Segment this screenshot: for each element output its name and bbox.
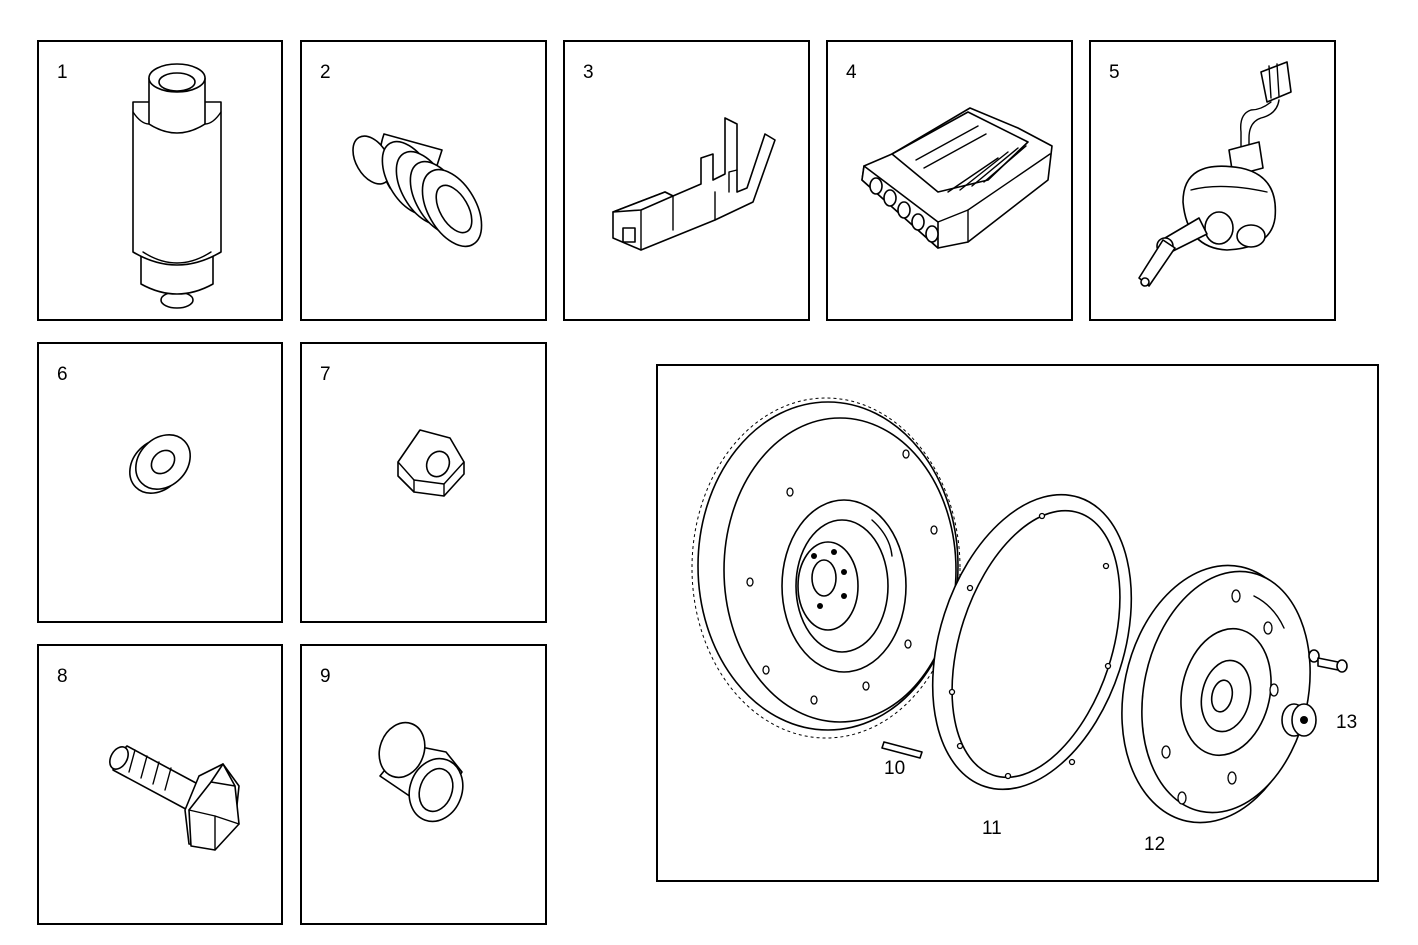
part-panel-8: 8 [37, 644, 283, 925]
part-panel-9: 9 [300, 644, 547, 925]
flywheel-icon [691, 397, 961, 739]
spacer-bushing-icon [378, 721, 464, 823]
part-number-label: 3 [583, 62, 594, 83]
part-panel-3: 3 [563, 40, 810, 321]
callout-label: 11 [982, 818, 1002, 839]
part-panel-1: 1 [37, 40, 283, 321]
connector-housing-icon [861, 107, 1053, 249]
part-number-label: 1 [57, 62, 68, 83]
hex-bolt-icon [109, 745, 240, 851]
washer-icon [129, 434, 191, 494]
part-number-label: 6 [57, 364, 68, 385]
drive-plate-icon [1121, 564, 1311, 824]
adapter-ring-icon [931, 493, 1133, 791]
flywheel-assembly-panel: 10 11 12 [656, 364, 1379, 882]
bolt-and-bushing-icon [1281, 649, 1348, 737]
pressure-sensor-icon [132, 63, 222, 309]
dowel-pin-icon [881, 741, 923, 759]
hex-nut-icon [397, 429, 465, 497]
part-panel-7: 7 [300, 342, 547, 623]
part-panel-2: 2 [300, 40, 547, 321]
part-number-label: 7 [320, 364, 331, 385]
part-number-label: 9 [320, 666, 331, 687]
part-number-label: 8 [57, 666, 68, 687]
part-panel-6: 6 [37, 342, 283, 623]
actuator-icon [1138, 61, 1292, 287]
part-number-label: 2 [320, 62, 331, 83]
part-panel-4: 4 [826, 40, 1073, 321]
callout-label: 13 [1336, 712, 1357, 733]
callout-label: 12 [1144, 834, 1165, 855]
terminal-contact-icon [612, 117, 776, 251]
cable-seal-icon [352, 133, 483, 248]
part-panel-5: 5 [1089, 40, 1336, 321]
part-number-label: 4 [846, 62, 857, 83]
flywheel-assembly-drawing: 10 11 12 [691, 397, 1357, 855]
part-number-label: 5 [1109, 62, 1120, 83]
callout-label: 10 [884, 758, 905, 779]
